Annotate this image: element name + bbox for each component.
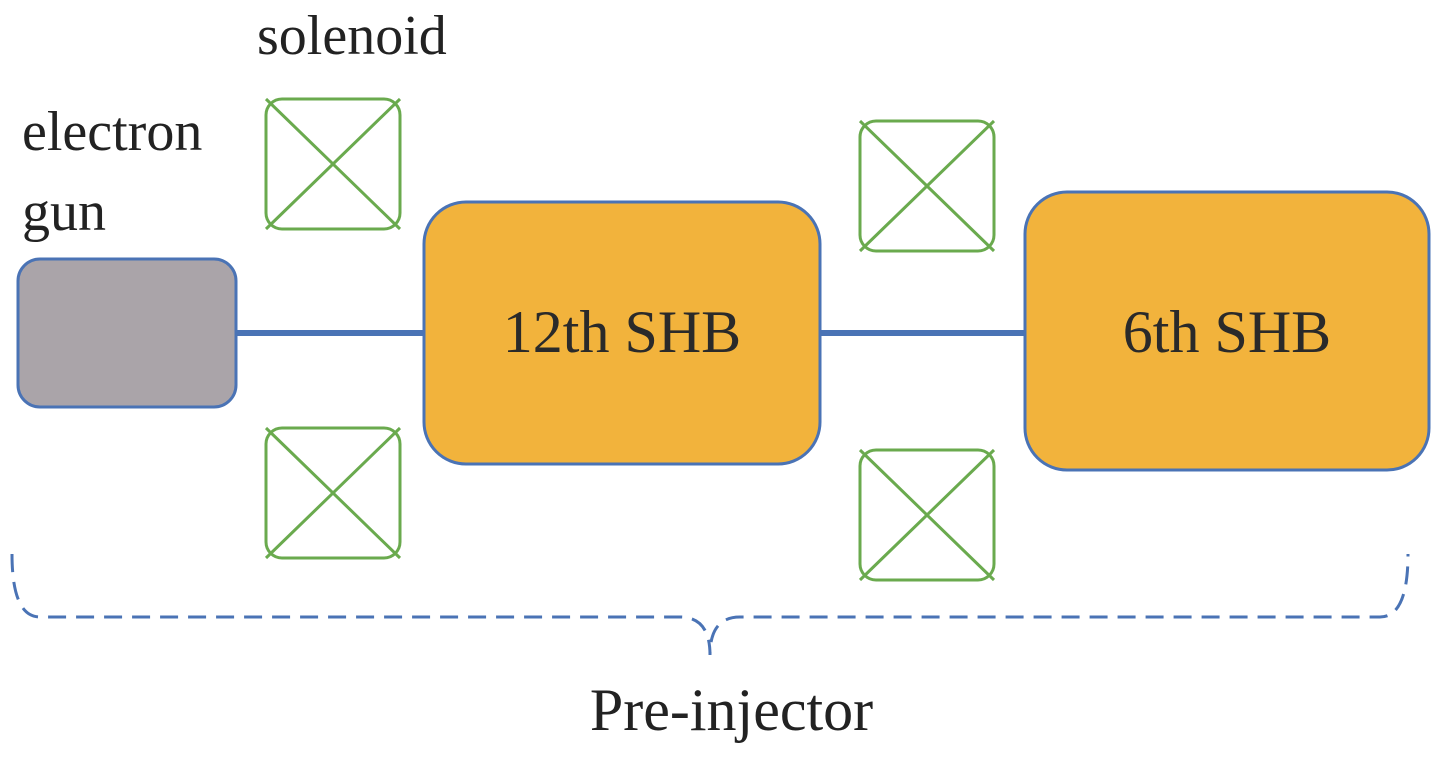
pre-injector-brace xyxy=(10,553,1410,656)
12th-shb-box xyxy=(422,200,822,466)
solenoid-label: solenoid xyxy=(257,5,447,67)
solenoid-icon xyxy=(858,448,996,582)
pre-injector-label: Pre-injector xyxy=(589,677,874,743)
solenoid-icon xyxy=(264,97,402,231)
12th-shb-label: 12th SHB xyxy=(502,299,742,365)
electron-gun-label: electron gun xyxy=(22,101,203,243)
solenoid-icon xyxy=(264,426,402,560)
electron-gun-box xyxy=(16,257,238,409)
solenoid-icon xyxy=(858,119,996,253)
6th-shb-label: 6th SHB xyxy=(1122,299,1332,365)
6th-shb-box xyxy=(1023,190,1431,472)
